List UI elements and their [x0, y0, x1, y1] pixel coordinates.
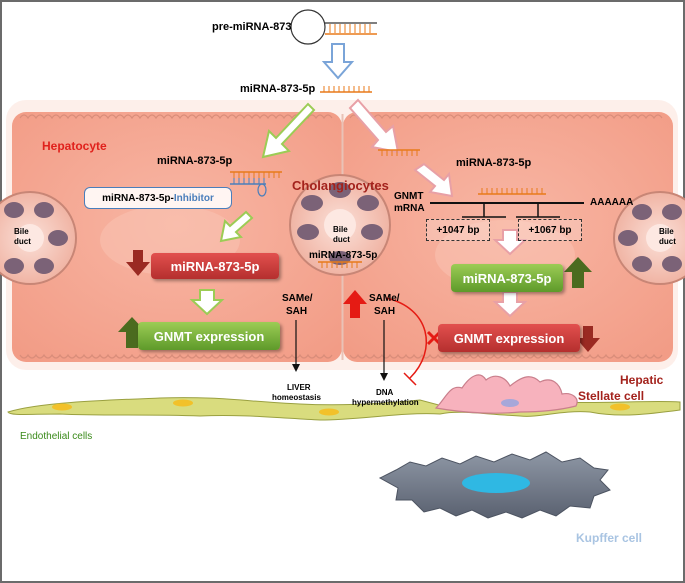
- bile-duct-center-label-2: duct: [333, 235, 350, 244]
- arrow-to-gnmt-right: [492, 291, 528, 318]
- inhibitor-suffix: Inhibitor: [173, 192, 214, 204]
- right-gnmt-box-label: GNMT expression: [453, 330, 565, 346]
- stellate-nucleus: [501, 399, 519, 407]
- endothelial-label: Endothelial cells: [20, 431, 93, 442]
- same-left-label-2: SAH: [286, 306, 308, 317]
- polya-label: AAAAAA: [590, 197, 634, 208]
- right-mirna-box: miRNA-873-5p: [451, 264, 563, 292]
- bile-duct-left-graphic: [0, 191, 77, 285]
- stellate-cell: [434, 374, 578, 414]
- endothelial-nucleus: [610, 403, 630, 411]
- kupffer-nucleus: [462, 473, 530, 493]
- inhibitor-duplex: [230, 171, 282, 197]
- liver-label-1: LIVER: [287, 383, 311, 392]
- same-right-label-1: SAMe/: [369, 293, 400, 304]
- arrow-to-gnmt-left: [189, 289, 225, 316]
- mirna-right-strand-1: [378, 149, 420, 156]
- left-gnmt-box-label: GNMT expression: [153, 328, 265, 344]
- center-up-arrow: [343, 290, 367, 318]
- right-up-arrow: [564, 257, 592, 288]
- hepatic-label-2: Stellate cell: [578, 389, 645, 403]
- hepatic-label-1: Hepatic: [620, 373, 664, 387]
- gnmt-mrna-label-1: GNMT: [394, 191, 424, 202]
- mirna-center-strand: [318, 261, 362, 268]
- bp-box-1: +1047 bp: [426, 219, 490, 241]
- dna-label-2: hypermethylation: [352, 398, 419, 407]
- arrow-binding: [492, 229, 528, 256]
- right-down-arrow: [576, 326, 600, 352]
- left-mirna-box: miRNA-873-5p: [151, 253, 279, 279]
- mirna-left-cell-label: miRNA-873-5p: [157, 155, 233, 167]
- mirna-top-strand: [320, 86, 372, 93]
- bile-duct-right-label-2: duct: [659, 237, 676, 246]
- endothelial-nucleus: [52, 403, 72, 411]
- left-down-arrow: [126, 250, 150, 276]
- hepatocyte-label: Hepatocyte: [42, 139, 107, 153]
- bile-duct-left-label-2: duct: [14, 237, 31, 246]
- mirna-right-cell-label: miRNA-873-5p: [456, 157, 532, 169]
- endothelial-nucleus: [173, 399, 193, 407]
- bile-duct-right-label-1: Bile: [659, 227, 674, 236]
- bile-duct-left-label-1: Bile: [14, 227, 29, 236]
- mirna-right-strand-2: [478, 188, 546, 195]
- kupffer-label: Kupffer cell: [576, 531, 643, 545]
- bile-duct-right-graphic: [613, 191, 685, 285]
- bp-box-2: +1067 bp: [518, 219, 582, 241]
- liver-label-2: homeostasis: [272, 393, 321, 402]
- arrow-to-mrna: [413, 162, 454, 198]
- right-gnmt-box: GNMT expression: [438, 324, 580, 352]
- scalloped-border: [19, 114, 663, 359]
- cholangiocytes-label: Cholangiocytes: [292, 178, 389, 193]
- same-right-label-2: SAH: [374, 306, 396, 317]
- dna-label-1: DNA: [376, 388, 394, 397]
- pre-mirna-hairpin: [290, 9, 377, 45]
- endothelial-nucleus: [319, 408, 339, 416]
- mirna-top-label: miRNA-873-5p: [240, 83, 316, 95]
- arrow-to-left-cell: [261, 102, 316, 159]
- bile-duct-center-label-1: Bile: [333, 225, 348, 234]
- left-mirna-box-label: miRNA-873-5p: [170, 258, 260, 274]
- pre-mirna-label: pre-miRNA-873: [212, 21, 292, 33]
- inhibitor-prefix: miRNA-873-5p-: [102, 192, 174, 204]
- same-left-label-1: SAMe/: [282, 293, 313, 304]
- left-gnmt-box: GNMT expression: [138, 322, 280, 350]
- inhibition-curve: [385, 297, 427, 379]
- gnmt-mrna-label-2: mRNA: [394, 203, 425, 214]
- bp-label-2: +1067 bp: [528, 224, 572, 236]
- bp-label-1: +1047 bp: [436, 224, 480, 236]
- inhibitor-box: miRNA-873-5p-Inhibitor: [84, 187, 232, 209]
- arrow-inhibitor-effect: [219, 210, 254, 243]
- mirna-center-label: miRNA-873-5p: [309, 250, 378, 261]
- processing-arrow: [321, 43, 355, 80]
- right-mirna-box-label: miRNA-873-5p: [462, 270, 552, 286]
